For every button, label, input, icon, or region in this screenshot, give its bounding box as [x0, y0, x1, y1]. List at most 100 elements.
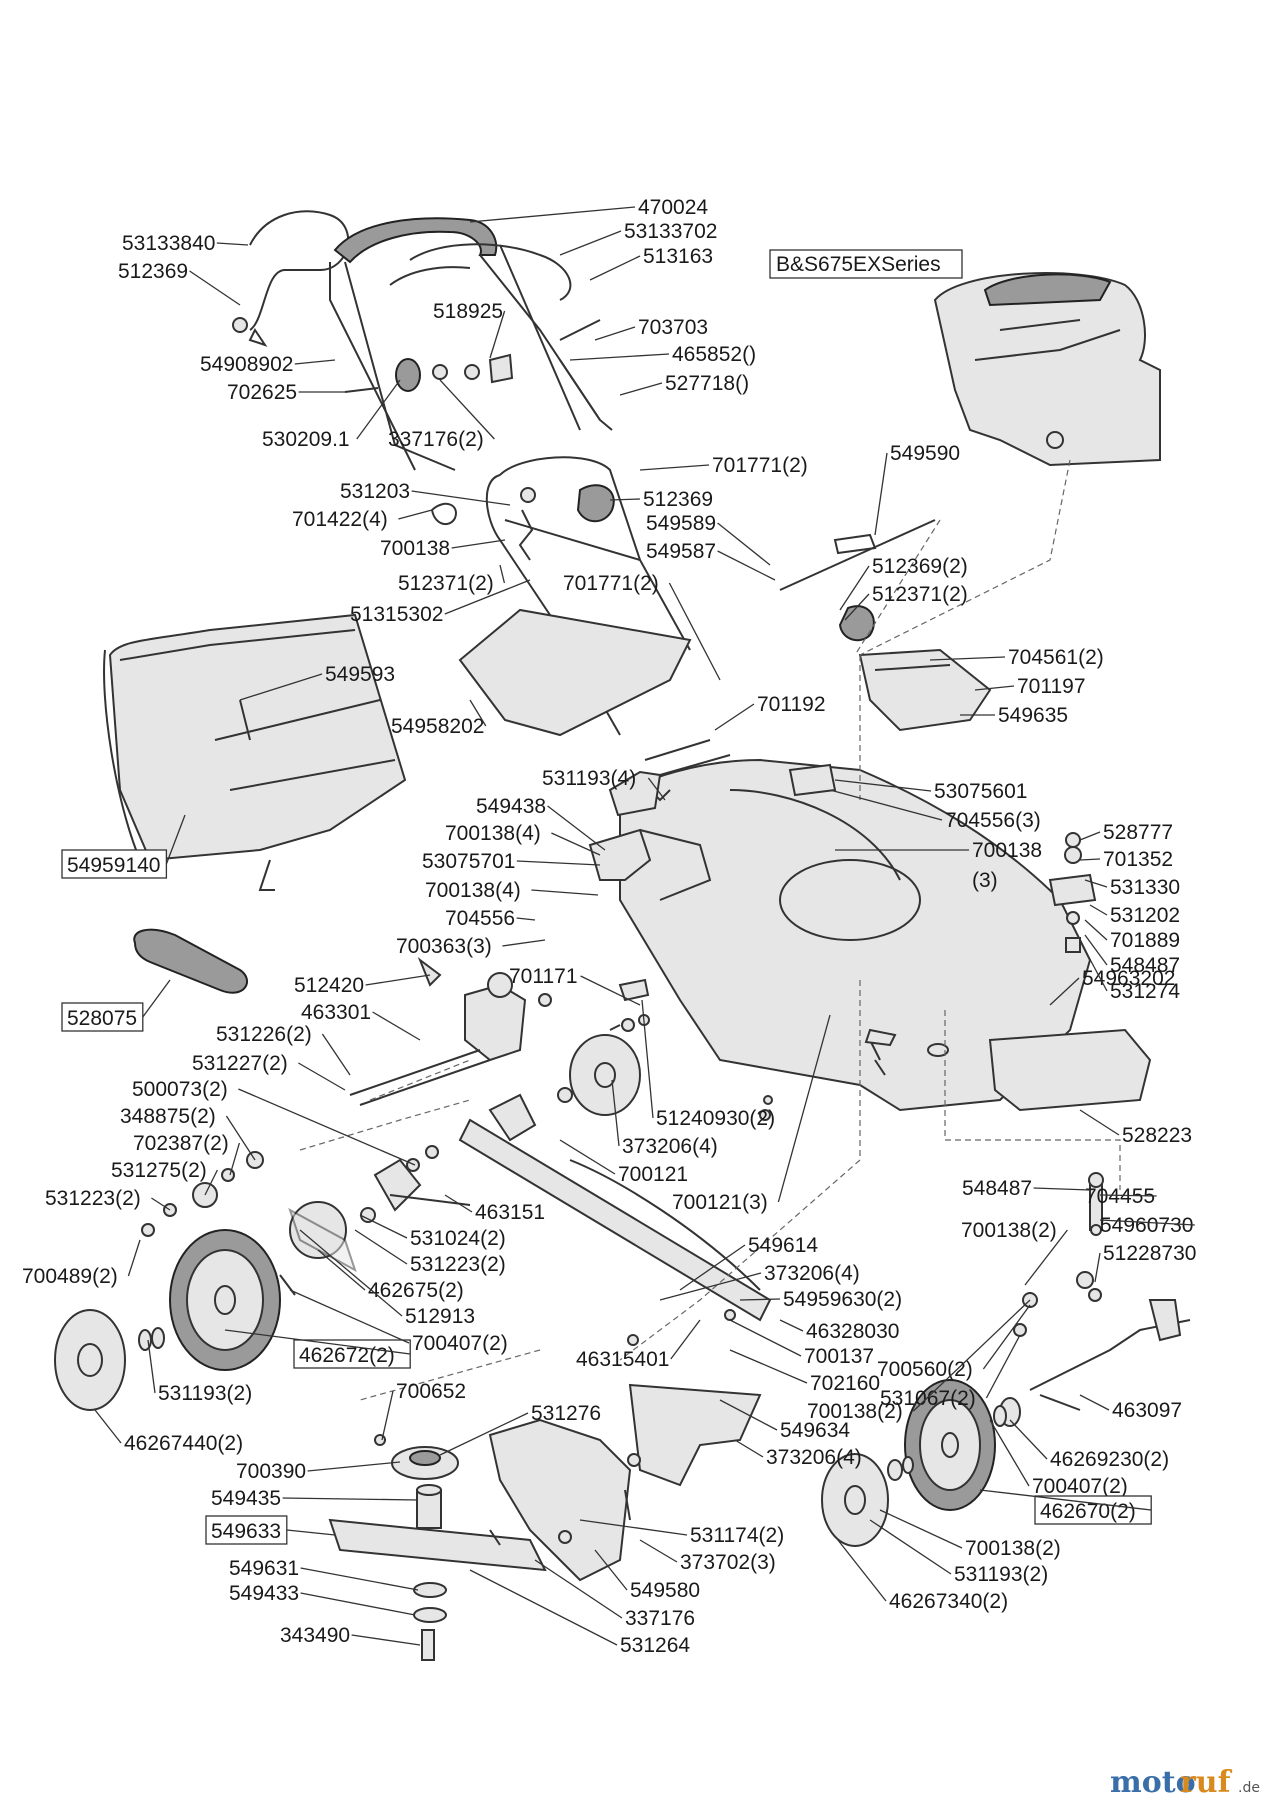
- leader-line: [839, 565, 870, 611]
- boxed-part-label: 462672(2): [224, 1329, 411, 1369]
- part-number-label: 549589: [646, 512, 716, 535]
- leader-line: [239, 673, 323, 701]
- leader-line: [189, 270, 241, 306]
- boxed-part-number: 528075: [67, 1007, 137, 1030]
- leader-line: [300, 1567, 419, 1591]
- leader-line: [469, 206, 636, 223]
- boxed-part-label: 462670(2): [979, 1489, 1152, 1525]
- leader-line: [365, 974, 431, 986]
- part-number-label: 701192: [757, 693, 826, 716]
- part-number-label: 53133840: [122, 232, 215, 255]
- part-number-label: 700138(2): [961, 1219, 1057, 1242]
- part-number-label: 343490: [280, 1624, 350, 1647]
- leader-line: [1084, 879, 1108, 888]
- boxed-part-number: 462670(2): [1040, 1500, 1136, 1523]
- part-number-label: 549587: [646, 540, 716, 563]
- part-number-label: 549433: [229, 1582, 299, 1605]
- part-number-label: 700138(4): [445, 822, 541, 845]
- part-number-label: 51240930(2): [656, 1107, 775, 1130]
- part-number-label: 531274: [1110, 980, 1180, 1003]
- part-number-label: 700652: [396, 1380, 466, 1403]
- leader-line: [729, 1319, 802, 1357]
- part-number-label: 704455: [1085, 1185, 1155, 1208]
- part-number-label: 700138: [972, 839, 1042, 862]
- part-number-label: 46267440(2): [124, 1432, 243, 1455]
- part-number-label: 518925: [433, 300, 503, 323]
- part-number-label: 700138(2): [965, 1537, 1061, 1560]
- part-number-label: 54959630(2): [783, 1288, 902, 1311]
- part-number-label: 531275(2): [111, 1159, 207, 1182]
- leader-line: [739, 1298, 781, 1301]
- label-box: [1034, 1495, 1152, 1525]
- leader-lines: [94, 206, 1195, 1646]
- leader-line: [974, 685, 1015, 691]
- boxed-part-label: 54959140: [61, 814, 186, 879]
- part-number-label: 373206(4): [766, 1446, 862, 1469]
- part-number-label: 531264: [620, 1634, 690, 1657]
- part-number-label: 531024(2): [410, 1227, 506, 1250]
- watermark-suffix: .de: [1238, 1780, 1260, 1796]
- part-number-label: 549614: [748, 1234, 818, 1257]
- leader-line: [204, 1169, 218, 1196]
- leader-line: [639, 464, 710, 471]
- leader-line: [729, 1349, 808, 1384]
- part-number-label: 700489(2): [22, 1265, 118, 1288]
- watermark-brand-a: moto: [1110, 1765, 1196, 1800]
- part-number-labels: 5313384051236954908902702625530209.14700…: [22, 196, 1196, 1657]
- leader-line: [289, 1289, 410, 1344]
- part-number-label: 500073(2): [132, 1078, 228, 1101]
- leader-line: [594, 326, 636, 341]
- engine-series-text: B&S675EXSeries: [776, 253, 941, 276]
- part-number-label: 531193(2): [954, 1563, 1048, 1586]
- leader-line: [165, 814, 186, 865]
- part-number-label: 701422(4): [292, 508, 388, 531]
- leader-line: [444, 579, 531, 615]
- leader-line: [579, 1519, 688, 1536]
- leader-line: [1049, 977, 1080, 1006]
- part-number-label: 549631: [229, 1557, 299, 1580]
- leader-line: [516, 860, 601, 866]
- part-number-label: 531227(2): [192, 1052, 288, 1075]
- leader-line: [307, 1461, 401, 1472]
- part-number-label: 700138(4): [425, 879, 521, 902]
- part-number-label: 512369: [643, 488, 713, 511]
- part-number-label: 54908902: [200, 353, 293, 376]
- leader-line: [1079, 1109, 1120, 1136]
- leader-line: [777, 1014, 831, 1203]
- part-number-label: 512420: [294, 974, 364, 997]
- leader-line: [829, 789, 943, 821]
- part-number-label: 700138(2): [807, 1400, 903, 1423]
- part-number-label: 46328030: [806, 1320, 899, 1343]
- leader-line: [451, 539, 506, 549]
- leader-line: [670, 1319, 701, 1360]
- leader-line: [559, 1139, 616, 1175]
- leader-line: [298, 1062, 346, 1091]
- part-number-label: 531276: [531, 1402, 601, 1425]
- leader-line: [1089, 904, 1108, 916]
- leader-line: [229, 1142, 241, 1176]
- leader-line: [1084, 919, 1108, 941]
- part-number-label: (3): [972, 869, 998, 892]
- leader-line: [294, 359, 336, 365]
- part-number-label: 703703: [638, 316, 708, 339]
- part-number-label: 531193(2): [158, 1382, 252, 1405]
- part-number-label: 531203: [340, 480, 410, 503]
- leader-line: [668, 582, 721, 681]
- leader-line: [719, 1399, 778, 1431]
- leader-line: [531, 889, 599, 896]
- leader-line: [717, 550, 776, 581]
- leader-line: [979, 1489, 1152, 1511]
- leader-line: [834, 779, 932, 792]
- leader-line: [641, 999, 654, 1119]
- leader-line: [829, 1529, 887, 1602]
- leader-line: [142, 979, 171, 1018]
- engine-label: B&S675EXSeries: [769, 249, 963, 279]
- part-number-label: 548487: [1110, 954, 1180, 977]
- part-number-label: 700560(2): [877, 1358, 973, 1381]
- leader-line: [439, 379, 495, 440]
- leader-line: [989, 1419, 1030, 1487]
- part-number-label: 700121: [618, 1163, 688, 1186]
- leader-line: [639, 1539, 678, 1563]
- part-number-label: 463097: [1112, 1399, 1182, 1422]
- part-number-label: 373702(3): [680, 1551, 776, 1574]
